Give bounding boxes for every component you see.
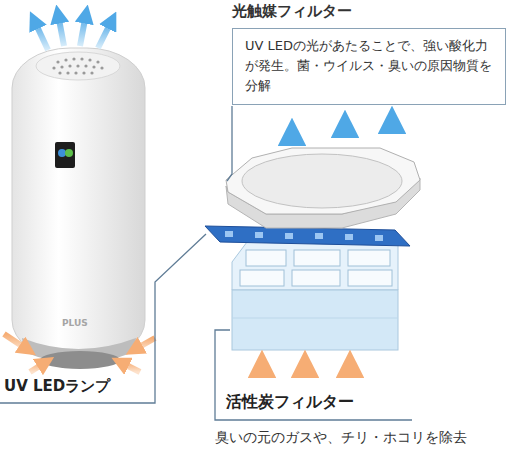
part-name: UV LEDランプ xyxy=(4,377,110,396)
uv-led-strip xyxy=(205,226,410,246)
leader-line xyxy=(0,106,412,420)
part-name: 活性炭フィルター xyxy=(226,392,354,413)
air-purifier xyxy=(12,48,145,369)
callout-heading: 光触媒フィルター xyxy=(232,2,506,28)
airflow-up-in xyxy=(262,364,350,386)
part-note: 臭いの元のガスや、チリ・ホコリを除去 xyxy=(215,429,467,447)
callout-body: UV LEDの光があたることで、強い酸化力が発生。菌・ウイルス・臭いの原因物質を… xyxy=(232,28,506,105)
airflow-out xyxy=(34,14,112,50)
airflow-in xyxy=(4,334,155,372)
callout-box: 光触媒フィルターUV LEDの光があたることで、強い酸化力が発生。菌・ウイルス・… xyxy=(232,2,506,105)
airflow-up xyxy=(292,120,392,196)
carbon-filter xyxy=(232,238,398,350)
brand-mark: PLUS xyxy=(62,318,88,328)
